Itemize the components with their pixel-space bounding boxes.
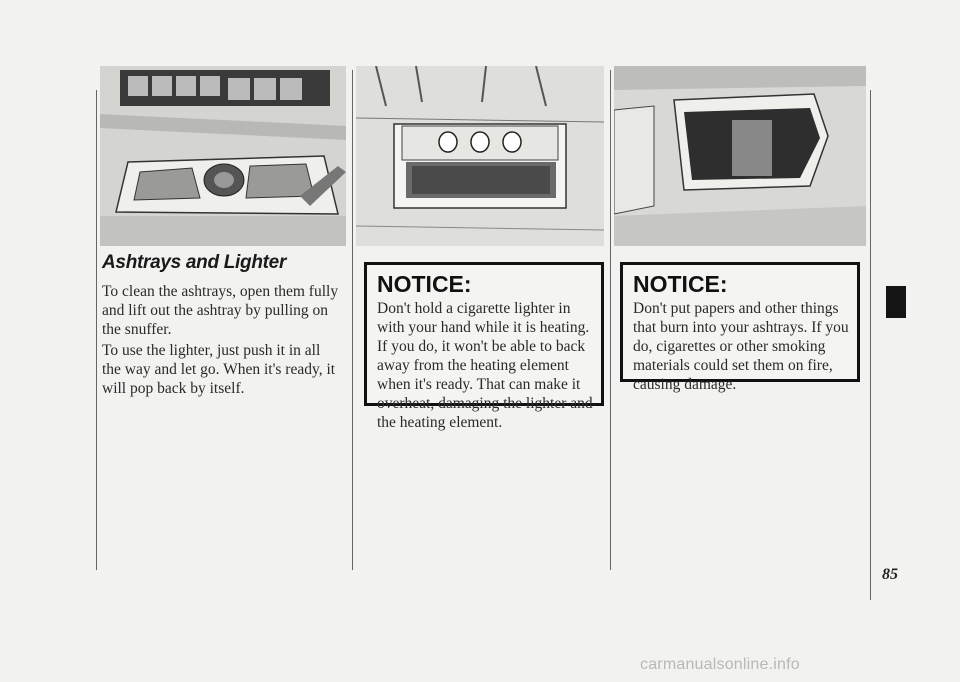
ashtray-paragraph: To clean the ashtrays, open them fully a… xyxy=(102,283,339,338)
column-rule-left xyxy=(96,90,97,570)
page-number: 85 xyxy=(882,566,898,583)
section-heading: Ashtrays and Lighter xyxy=(102,252,287,273)
ashtray-open-illustration xyxy=(614,66,866,246)
lighter-paragraph: To use the lighter, just push it in all … xyxy=(102,342,336,397)
ashtray-lighter-illustration xyxy=(100,66,346,246)
notice-body: Don't put papers and other things that b… xyxy=(633,300,849,393)
watermark: carmanualsonline.info xyxy=(640,656,800,673)
column-rule-right xyxy=(870,90,871,600)
notice-ashtray: NOTICE: Don't put papers and other thing… xyxy=(620,262,860,393)
column-rule-center-left xyxy=(352,70,353,570)
section-tab-marker xyxy=(886,286,906,318)
notice-title: NOTICE: xyxy=(377,271,472,297)
notice-lighter: NOTICE: Don't hold a cigarette lighter i… xyxy=(364,262,604,431)
notice-body: Don't hold a cigarette lighter in with y… xyxy=(377,300,593,431)
notice-title: NOTICE: xyxy=(633,271,728,297)
lighter-panel-illustration xyxy=(356,66,604,246)
column-rule-center-right xyxy=(610,70,611,570)
